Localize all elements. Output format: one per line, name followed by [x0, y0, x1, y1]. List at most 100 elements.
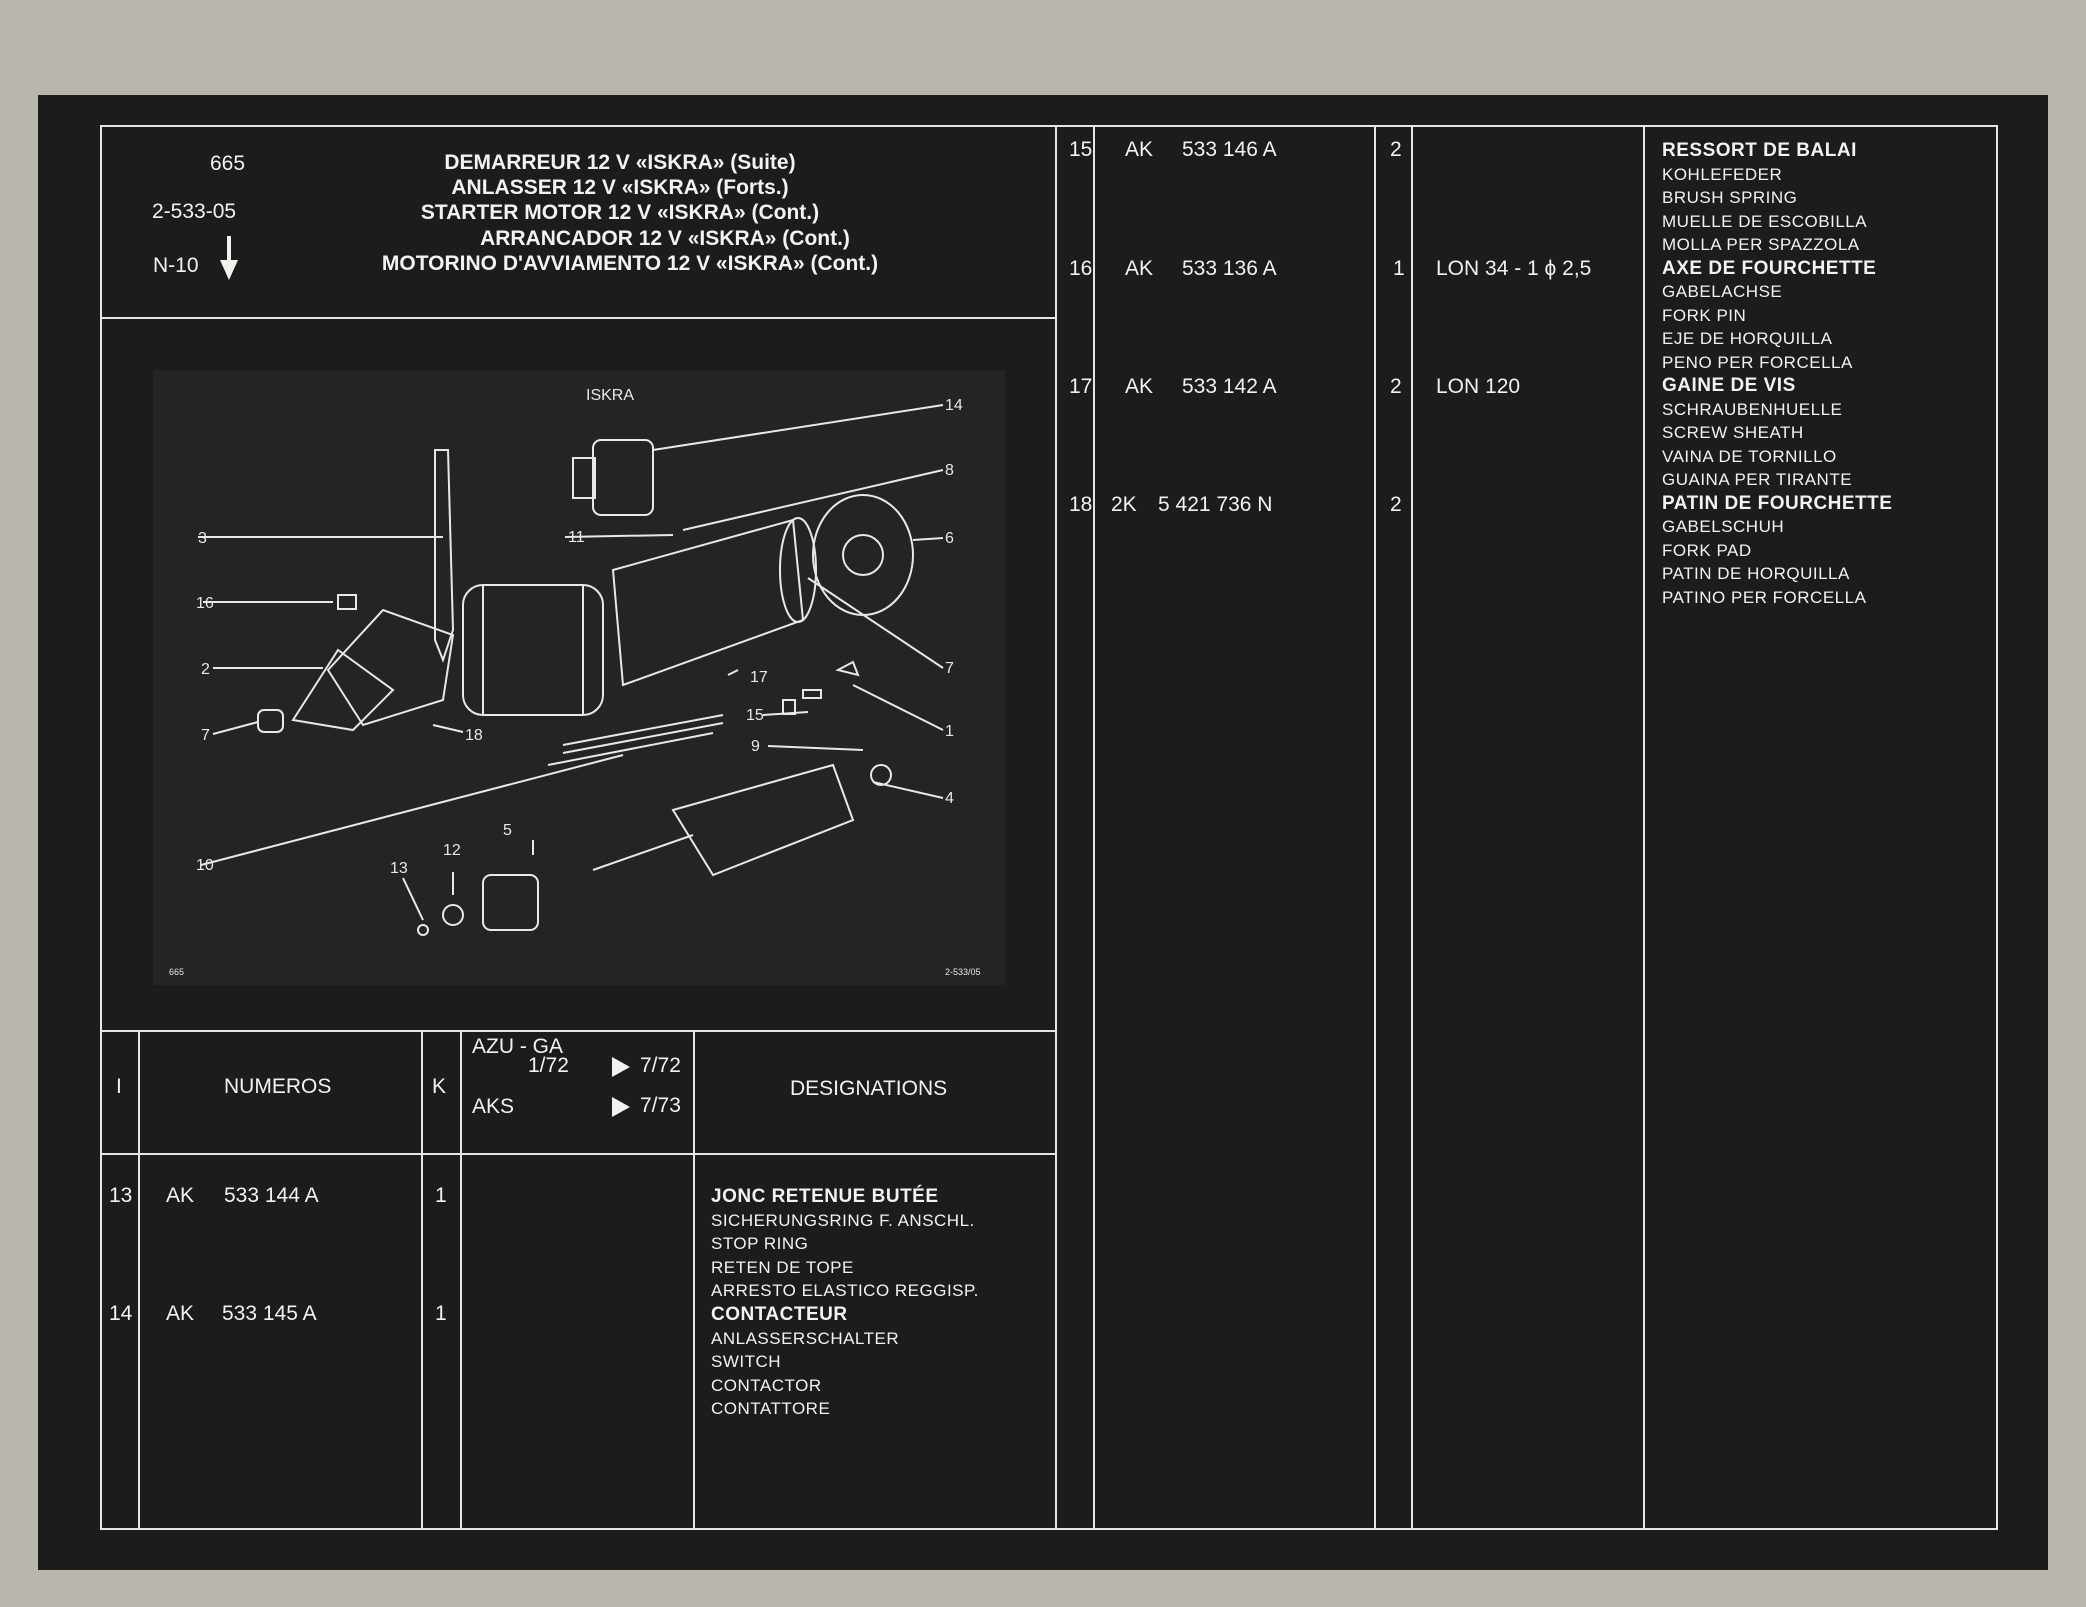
row-14-designations: CONTACTEUR ANLASSERSCHALTER SWITCH CONTA… — [711, 1303, 899, 1421]
row-15-number: 533 146 A — [1182, 138, 1277, 161]
row-16-index: 16 — [1069, 257, 1093, 280]
callout-4: 4 — [945, 790, 954, 807]
designation-de: SICHERUNGSRING F. ANSCHL. — [711, 1210, 975, 1230]
divider-i-right — [1093, 125, 1095, 1530]
divider-k-left — [1374, 125, 1376, 1530]
callout-15: 15 — [746, 707, 764, 724]
row-13-prefix: AK — [166, 1184, 195, 1207]
designation-de: GABELACHSE — [1662, 282, 1783, 301]
designation-it: PENO PER FORCELLA — [1662, 352, 1853, 372]
designation-en: SCREW SHEATH — [1662, 423, 1804, 442]
row-13-number: 533 144 A — [224, 1184, 319, 1207]
row-15-index: 15 — [1069, 138, 1093, 161]
callout-9: 9 — [751, 738, 760, 755]
diagram-brand: ISKRA — [586, 387, 634, 404]
title-it: MOTORINO D'AVVIAMENTO 12 V «ISKRA» (Cont… — [381, 252, 879, 275]
row-18-number: 5 421 736 N — [1158, 493, 1273, 516]
diagram-footer-right: 2-533/05 — [945, 967, 981, 977]
designation-de: GABELSCHUH — [1662, 517, 1785, 536]
section-code: N-10 — [153, 254, 199, 277]
row-17-prefix: AK — [1125, 375, 1154, 398]
designation-es: VAINA DE TORNILLO — [1662, 446, 1837, 466]
page-number: 665 — [210, 152, 246, 175]
row-18-index: 18 — [1069, 493, 1093, 516]
play-arrow-icon — [612, 1097, 630, 1117]
callout-5: 5 — [503, 822, 512, 839]
designation-fr: JONC RETENUE BUTÉE — [711, 1186, 939, 1207]
callout-8: 8 — [945, 462, 954, 479]
designation-es: RETEN DE TOPE — [711, 1257, 854, 1277]
designation-es: PATIN DE HORQUILLA — [1662, 564, 1850, 583]
row-18-qty: 2 — [1390, 493, 1402, 516]
row-17-qty: 2 — [1390, 375, 1402, 398]
row-15-qty: 2 — [1390, 138, 1402, 161]
divider-left-numeros — [421, 1030, 423, 1530]
callout-1: 1 — [945, 723, 954, 740]
callout-3: 3 — [198, 530, 207, 547]
title-fr: DEMARREUR 12 V «ISKRA» (Suite) — [444, 151, 796, 174]
designation-es: CONTACTOR — [711, 1375, 822, 1395]
designation-es: MUELLE DE ESCOBILLA — [1662, 211, 1868, 231]
divider-k-right — [1411, 125, 1413, 1530]
diagram-footer-left: 665 — [169, 967, 184, 977]
designation-en: FORK PIN — [1662, 305, 1747, 325]
reference-code: 2-533-05 — [152, 200, 237, 223]
title-de: ANLASSER 12 V «ISKRA» (Forts.) — [451, 176, 789, 199]
callout-16: 16 — [196, 595, 214, 612]
designation-de: ANLASSERSCHALTER — [711, 1328, 900, 1348]
callout-13: 13 — [390, 860, 408, 877]
designation-fr: CONTACTEUR — [711, 1304, 848, 1325]
row-14-number: 533 145 A — [222, 1302, 317, 1325]
divider-left-i — [138, 1030, 140, 1530]
designation-fr: RESSORT DE BALAI — [1662, 140, 1857, 161]
page-frame — [100, 125, 1998, 1530]
designation-en: FORK PAD — [1662, 540, 1752, 560]
row-13-designations: JONC RETENUE BUTÉE SICHERUNGSRING F. ANS… — [711, 1185, 979, 1303]
row-13-qty: 1 — [435, 1184, 447, 1207]
table-header-top-line — [100, 1030, 1057, 1032]
title-es: ARRANCADOR 12 V «ISKRA» (Cont.) — [480, 227, 850, 250]
designation-en: SWITCH — [711, 1352, 782, 1371]
row-16-qty: 1 — [1393, 257, 1405, 280]
col-header-date-1: 7/72 — [640, 1054, 681, 1077]
row-17-index: 17 — [1069, 375, 1093, 398]
exploded-diagram: ISKRA 14 8 6 11 3 16 2 7 17 7 15 1 9 4 1… — [153, 370, 1005, 985]
designation-fr: PATIN DE FOURCHETTE — [1662, 492, 1893, 514]
divider-desg-left — [1643, 125, 1645, 1530]
row-14-qty: 1 — [435, 1302, 447, 1325]
callout-11: 11 — [568, 529, 585, 546]
col-header-date-from: 1/72 — [528, 1054, 569, 1077]
col-header-aks: AKS — [472, 1095, 515, 1118]
row-16-number: 533 136 A — [1182, 257, 1277, 280]
designation-de: KOHLEFEDER — [1662, 164, 1783, 184]
col-header-designations: DESIGNATIONS — [790, 1077, 948, 1100]
divider-left-k — [460, 1030, 462, 1530]
row-15-prefix: AK — [1125, 138, 1154, 161]
designation-it: GUAINA PER TIRANTE — [1662, 470, 1853, 489]
col-header-azu-ga: AZU - GA — [472, 1035, 564, 1058]
designation-en: BRUSH SPRING — [1662, 188, 1798, 207]
designation-fr: AXE DE FOURCHETTE — [1662, 257, 1877, 279]
row-16-note: LON 34 - 1 ϕ 2,5 — [1436, 257, 1592, 280]
col-header-i: I — [116, 1075, 122, 1098]
designation-it: PATINO PER FORCELLA — [1662, 587, 1867, 607]
row-14-index: 14 — [109, 1302, 133, 1325]
title-en: STARTER MOTOR 12 V «ISKRA» (Cont.) — [420, 201, 820, 224]
designation-en: STOP RING — [711, 1234, 809, 1253]
row-18-prefix: 2K — [1111, 493, 1137, 516]
row-16-prefix: AK — [1125, 257, 1154, 280]
col-header-numeros: NUMEROS — [224, 1075, 332, 1098]
designation-fr: GAINE DE VIS — [1662, 375, 1796, 396]
callout-10: 10 — [196, 857, 214, 874]
table-header-bottom-line — [100, 1153, 1057, 1155]
play-arrow-icon — [612, 1057, 630, 1077]
callout-7b: 7 — [945, 660, 954, 677]
callout-2: 2 — [201, 661, 210, 678]
designation-it: MOLLA PER SPAZZOLA — [1662, 235, 1860, 254]
designation-de: SCHRAUBENHUELLE — [1662, 399, 1843, 419]
divider-mid — [1055, 125, 1057, 1530]
row-14-prefix: AK — [166, 1302, 195, 1325]
callout-6: 6 — [945, 530, 954, 547]
callout-14: 14 — [945, 397, 963, 414]
row-17-note: LON 120 — [1436, 375, 1521, 398]
